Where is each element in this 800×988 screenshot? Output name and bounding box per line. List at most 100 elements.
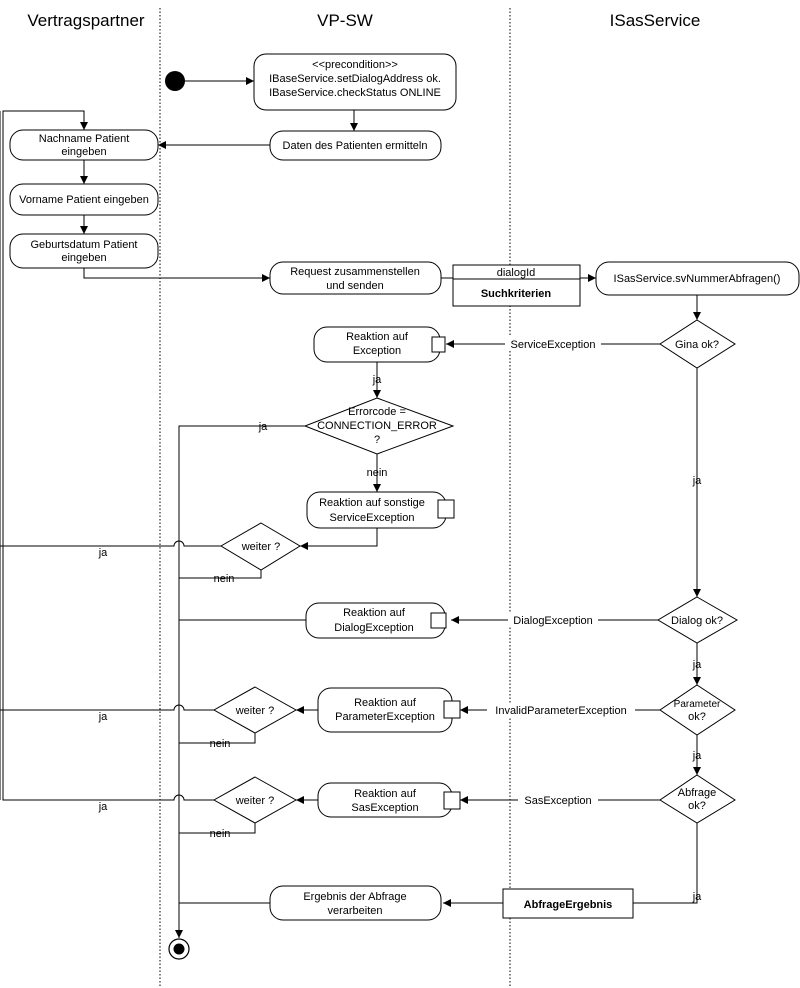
geburtsdatum-node <box>9 233 159 269</box>
ergebnis-line1: Ergebnis der Abfrage <box>303 891 406 903</box>
label-dialogexception: DialogException <box>513 615 593 627</box>
request-node <box>269 261 442 295</box>
request-line2: und senden <box>326 280 384 292</box>
label-ja-weiter3: ja <box>98 801 108 813</box>
edge-sonstige-weiter1 <box>300 528 378 550</box>
object-dialogid-label: dialogId <box>497 267 536 279</box>
label-invalidparameter: InvalidParameterException <box>495 705 626 717</box>
precondition-line3: IBaseService.checkStatus ONLINE <box>269 87 441 99</box>
edge-errorcode-final <box>175 425 305 938</box>
label-ja-dialog: ja <box>692 659 702 671</box>
reaktion-sas-pin <box>443 791 461 810</box>
weiter3-decision <box>212 776 298 824</box>
label-bg-invalidparameter <box>487 703 635 717</box>
label-bg-serviceexception <box>505 337 601 351</box>
request-line1: Request zusammenstellen <box>290 266 420 278</box>
label-bg-sasexception <box>518 793 598 807</box>
reaktion-parameter-line2: ParameterException <box>335 711 435 723</box>
gina-decision <box>659 319 736 369</box>
precondition-line1: <<precondition>> <box>312 59 398 71</box>
reaktion-dialog-pin <box>430 612 447 629</box>
label-ja-exception: ja <box>372 374 382 386</box>
gina-label: Gina ok? <box>675 339 719 351</box>
nachname-line1: Nachname Patient <box>39 133 130 145</box>
weiter1-decision <box>220 522 301 571</box>
daten-ermitteln-node <box>269 130 442 161</box>
label-ja-parameter: ja <box>692 750 702 762</box>
geburtsdatum-line1: Geburtsdatum Patient <box>30 239 137 251</box>
weiter3-label: weiter ? <box>235 795 275 807</box>
abfrage-ok-decision <box>659 774 736 824</box>
object-abfrageergebnis-label: AbfrageErgebnis <box>524 899 613 911</box>
vorname-label: Vorname Patient eingeben <box>19 194 149 206</box>
abfrage-ok-line2: ok? <box>688 800 706 812</box>
geburtsdatum-line2: eingeben <box>61 252 106 264</box>
object-suchkriterien <box>452 278 581 307</box>
ergebnis-line2: verarbeiten <box>327 905 382 917</box>
label-nein-errorcode: nein <box>367 467 388 479</box>
errorcode-line3: ? <box>374 434 380 446</box>
weiter1-label: weiter ? <box>241 541 281 553</box>
errorcode-decision <box>303 397 455 455</box>
errorcode-line2: CONNECTION_ERROR <box>317 420 437 432</box>
reaktion-parameter-node <box>317 687 453 733</box>
dialog-ok-label: Dialog ok? <box>671 615 723 627</box>
weiter2-decision <box>212 686 298 734</box>
parameter-ok-decision <box>659 684 736 736</box>
reaktion-parameter-line1: Reaktion auf <box>354 697 417 709</box>
errorcode-line1: Errorcode = <box>348 406 406 418</box>
reaktion-sonstige-line2: ServiceException <box>330 512 415 524</box>
final-node-inner <box>173 943 185 955</box>
label-sasexception: SasException <box>524 795 591 807</box>
label-ja-abfrage: ja <box>692 891 702 903</box>
label-ja-errorcode: ja <box>258 421 268 433</box>
abfrage-ok-line1: Abfrage <box>678 787 717 799</box>
lane-title-vertragspartner: Vertragspartner <box>27 11 145 30</box>
label-serviceexception: ServiceException <box>511 339 596 351</box>
label-bg-dialogexception <box>508 613 598 627</box>
reaktion-dialog-line1: Reaktion auf <box>343 607 406 619</box>
precondition-node <box>253 53 457 111</box>
label-nein-weiter1: nein <box>214 573 235 585</box>
label-nein-weiter3: nein <box>210 828 231 840</box>
edge-weiter1-loop <box>0 540 221 547</box>
initial-node <box>165 71 185 91</box>
reaktion-sonstige-pin <box>437 499 455 519</box>
label-ja-gina: ja <box>692 475 702 487</box>
reaktion-sas-line2: SasException <box>351 802 418 814</box>
svnummer-node <box>595 261 800 296</box>
nachname-line2: eingeben <box>61 146 106 158</box>
parameter-ok-line1: Parameter <box>674 699 721 710</box>
ergebnis-node <box>269 885 442 921</box>
edge-geburtsdatum-request <box>83 268 270 282</box>
weiter2-label: weiter ? <box>235 705 275 717</box>
lane-title-vpsw: VP-SW <box>317 11 373 30</box>
edge-weiter3-nein <box>179 823 256 834</box>
object-suchkriterien-label: Suchkriterien <box>481 288 552 300</box>
label-ja-weiter1: ja <box>98 547 108 559</box>
edge-weiter2-nein <box>179 733 256 744</box>
reaktion-sas-line1: Reaktion auf <box>354 788 417 800</box>
reaktion-parameter-pin <box>443 700 461 719</box>
precondition-line2: IBaseService.setDialogAddress ok. <box>269 73 441 85</box>
daten-ermitteln-label: Daten des Patienten ermitteln <box>283 140 428 152</box>
lane-title-isasservice: ISasService <box>610 11 701 30</box>
reaktion-exception-line2: Exception <box>353 345 401 357</box>
reaktion-dialog-line2: DialogException <box>334 622 414 634</box>
edge-weiter1-nein <box>179 570 262 579</box>
edge-weiter2-loop <box>0 704 214 711</box>
edge-weiter3-loop <box>2 110 214 801</box>
edge-abfrage-result <box>633 823 698 904</box>
label-ja-weiter2: ja <box>98 711 108 723</box>
label-nein-weiter2: nein <box>210 738 231 750</box>
object-abfrageergebnis <box>502 888 634 919</box>
reaktion-exception-line1: Reaktion auf <box>346 331 409 343</box>
nachname-node <box>9 129 159 161</box>
parameter-ok-line2: ok? <box>688 711 706 723</box>
reaktion-exception-pin <box>431 336 446 353</box>
vorname-node <box>9 183 159 216</box>
svnummer-label: ISasService.svNummerAbfragen() <box>614 273 781 285</box>
reaktion-sonstige-line1: Reaktion auf sonstige <box>319 497 425 509</box>
